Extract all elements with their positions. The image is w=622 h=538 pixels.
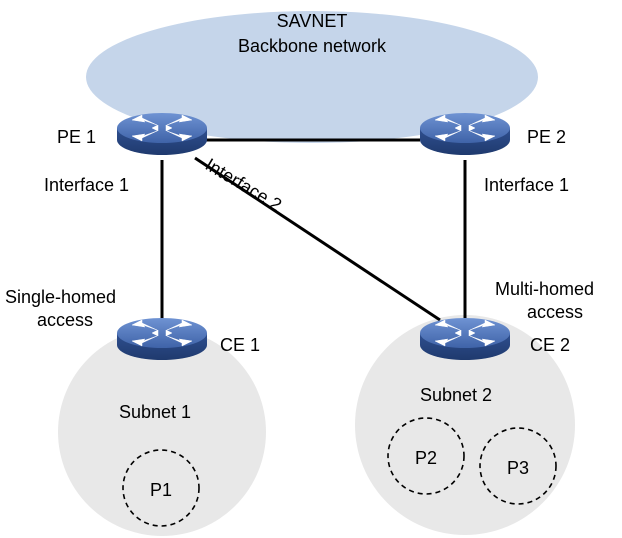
prefix-p2-circle	[387, 417, 465, 495]
pe1-router-icon	[116, 112, 208, 156]
prefix-p2-label: P2	[415, 448, 437, 468]
subnet-1-area	[58, 328, 266, 536]
single-homed-access-line2: access	[37, 310, 93, 330]
single-homed-access-line1: Single-homed	[5, 287, 116, 307]
pe1-label: PE 1	[57, 127, 96, 147]
pe1-interface-2-label: Interface 2	[202, 154, 285, 215]
ce2-label: CE 2	[530, 335, 570, 355]
prefix-p3-label: P3	[507, 458, 529, 478]
prefix-p3-circle	[479, 427, 557, 505]
backbone-network-area	[86, 11, 538, 143]
ce2-router-icon	[419, 317, 511, 361]
backbone-title-line1: SAVNET	[277, 11, 348, 31]
prefix-p1-circle	[122, 449, 200, 527]
pe2-label: PE 2	[527, 127, 566, 147]
backbone-title-line2: Backbone network	[238, 36, 387, 56]
pe2-router-icon	[419, 112, 511, 156]
ce1-label: CE 1	[220, 335, 260, 355]
pe2-interface-1-label: Interface 1	[484, 175, 569, 195]
link-pe1-ce2	[194, 156, 441, 322]
multi-homed-access-line1: Multi-homed	[495, 279, 594, 299]
multi-homed-access-line2: access	[527, 302, 583, 322]
pe1-interface-1-label: Interface 1	[44, 175, 129, 195]
ce1-router-icon	[116, 317, 208, 361]
prefix-p1-label: P1	[150, 480, 172, 500]
subnet-2-area	[355, 315, 575, 535]
subnet-1-label: Subnet 1	[119, 402, 191, 422]
subnet-2-label: Subnet 2	[420, 385, 492, 405]
